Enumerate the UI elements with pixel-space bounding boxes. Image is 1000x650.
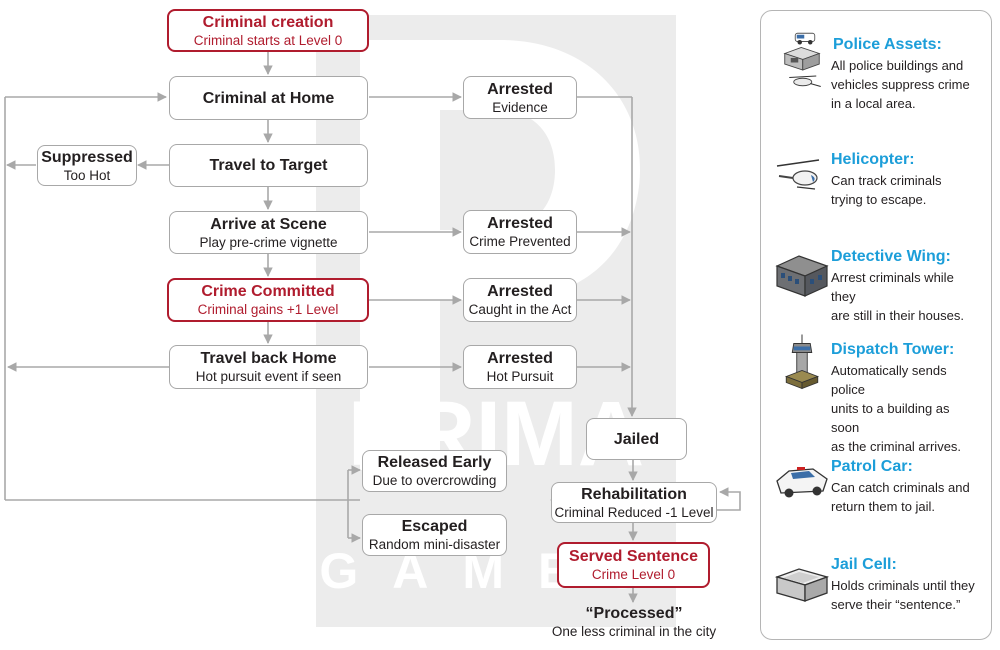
node-title: Travel to Target xyxy=(209,157,328,174)
legend-item-patrol-car: Patrol Car: Can catch criminals and retu… xyxy=(761,458,991,538)
legend-title: Police Assets: xyxy=(833,36,942,53)
node-subtitle: Random mini-disaster xyxy=(368,537,501,552)
jail-cell-icon xyxy=(774,568,830,602)
node-suppressed: Suppressed Too Hot xyxy=(37,145,137,186)
node-title: Criminal creation xyxy=(202,13,334,31)
node-title: Criminal at Home xyxy=(202,89,335,107)
police-assets-icon xyxy=(783,32,821,88)
node-title: Arrested xyxy=(487,350,553,367)
node-crime-committed: Crime Committed Criminal gains +1 Level xyxy=(167,278,369,322)
node-subtitle: Caught in the Act xyxy=(468,302,572,317)
legend-desc: Holds criminals until they serve their “… xyxy=(831,578,975,612)
node-arrested-evidence: Arrested Evidence xyxy=(463,76,577,119)
node-subtitle: Crime Prevented xyxy=(469,234,571,249)
node-released-early: Released Early Due to overcrowding xyxy=(362,450,507,492)
legend-desc: Automatically sends police units to a bu… xyxy=(831,363,962,454)
node-criminal-at-home: Criminal at Home xyxy=(169,76,368,120)
node-arrested-crime-prevented: Arrested Crime Prevented xyxy=(463,210,577,254)
node-subtitle: Crime Level 0 xyxy=(591,567,676,582)
node-subtitle: Criminal gains +1 Level xyxy=(197,302,339,317)
node-rehabilitation: Rehabilitation Criminal Reduced -1 Level xyxy=(551,482,717,523)
node-title: Arrested xyxy=(487,80,553,98)
node-title: Arrested xyxy=(487,283,553,300)
node-travel-to-target: Travel to Target xyxy=(169,144,368,187)
legend-desc: Can track criminals trying to escape. xyxy=(831,173,942,207)
legend-desc: All police buildings and vehicles suppre… xyxy=(831,58,970,111)
legend-title: Detective Wing: xyxy=(831,248,951,265)
helicopter-icon xyxy=(776,159,820,190)
node-title: Suppressed xyxy=(41,148,133,166)
legend-item-helicopter: Helicopter: Can track criminals trying t… xyxy=(761,151,991,231)
node-title: Escaped xyxy=(401,518,468,535)
legend-item-police-assets: Police Assets: All police buildings and … xyxy=(761,32,991,116)
node-title: Rehabilitation xyxy=(581,485,687,503)
node-escaped: Escaped Random mini-disaster xyxy=(362,514,507,556)
node-title: Crime Committed xyxy=(201,283,335,300)
legend-title: Helicopter: xyxy=(831,151,915,168)
node-title: Released Early xyxy=(377,454,492,471)
legend-item-jail-cell: Jail Cell: Holds criminals until they se… xyxy=(761,556,991,636)
node-arrested-caught-in-act: Arrested Caught in the Act xyxy=(463,278,577,322)
legend-desc: Arrest criminals while they are still in… xyxy=(831,270,964,323)
node-subtitle: Hot Pursuit xyxy=(486,369,554,384)
node-title: Served Sentence xyxy=(569,548,698,565)
dispatch-tower-icon xyxy=(784,334,820,390)
node-title: Arrested xyxy=(487,215,553,232)
node-criminal-creation: Criminal creation Criminal starts at Lev… xyxy=(167,9,369,52)
node-subtitle: One less criminal in the city xyxy=(551,624,717,639)
node-served-sentence: Served Sentence Crime Level 0 xyxy=(557,542,710,588)
node-arrive-at-scene: Arrive at Scene Play pre-crime vignette xyxy=(169,211,368,254)
node-title: “Processed” xyxy=(585,605,683,622)
node-subtitle: Hot pursuit event if seen xyxy=(195,369,342,384)
legend-item-dispatch-tower: Dispatch Tower: Automatically sends poli… xyxy=(761,334,991,454)
legend-desc: Can catch criminals and return them to j… xyxy=(831,480,970,514)
legend-panel: Police Assets: All police buildings and … xyxy=(760,10,992,640)
node-title: Travel back Home xyxy=(200,350,337,367)
legend-title: Jail Cell: xyxy=(831,556,897,573)
legend-item-detective-wing: Detective Wing: Arrest criminals while t… xyxy=(761,248,991,328)
legend-title: Patrol Car: xyxy=(831,458,913,475)
node-subtitle: Criminal starts at Level 0 xyxy=(193,32,343,48)
node-processed: “Processed” One less criminal in the cit… xyxy=(548,604,720,640)
node-subtitle: Evidence xyxy=(492,99,548,115)
node-title: Jailed xyxy=(613,430,660,448)
patrol-car-icon xyxy=(776,467,828,498)
node-title: Arrive at Scene xyxy=(210,215,327,233)
node-subtitle: Too Hot xyxy=(63,167,111,183)
flow-connectors xyxy=(4,52,741,603)
detective-wing-icon xyxy=(775,255,829,297)
node-subtitle: Play pre-crime vignette xyxy=(199,234,338,250)
node-subtitle: Criminal Reduced -1 Level xyxy=(554,504,714,520)
node-arrested-hot-pursuit: Arrested Hot Pursuit xyxy=(463,345,577,389)
node-travel-back-home: Travel back Home Hot pursuit event if se… xyxy=(169,345,368,389)
legend-title: Dispatch Tower: xyxy=(831,341,955,358)
node-jailed: Jailed xyxy=(586,418,687,460)
node-subtitle: Due to overcrowding xyxy=(372,473,497,488)
